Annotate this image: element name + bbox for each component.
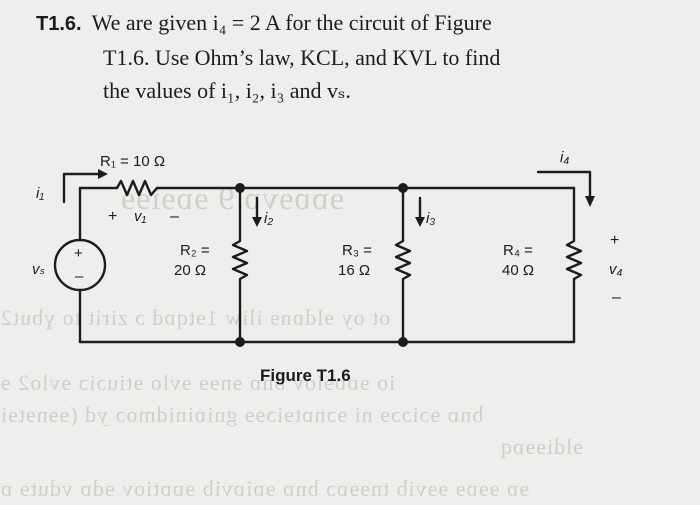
node-dot <box>398 183 408 193</box>
voltage-source <box>53 238 107 292</box>
i3-label: i₃ <box>426 210 435 227</box>
v4-plus-label: + <box>610 232 619 249</box>
node-dot <box>235 183 245 193</box>
figure-caption: Figure T1.6 <box>260 366 351 385</box>
v4-label: v₄ <box>609 261 623 278</box>
i4-arrow <box>536 170 592 199</box>
r3-name-label: R₃ = <box>342 242 372 259</box>
i2-arrowhead <box>252 217 262 227</box>
i3-arrowhead <box>415 217 425 227</box>
v1-plus-label: + <box>108 208 117 225</box>
problem-statement: T1.6.We are given i₄ = 2 A for the circu… <box>36 6 676 107</box>
r1-resistor <box>115 179 159 197</box>
problem-number: T1.6. <box>36 13 82 35</box>
r4-value-label: 40 Ω <box>502 262 534 279</box>
vs-label: vₛ <box>32 261 45 278</box>
problem-line-1: T1.6.We are given i₄ = 2 A for the circu… <box>36 10 492 35</box>
r2-value-label: 20 Ω <box>174 262 206 279</box>
i4-arrowhead <box>585 196 595 207</box>
i4-label: i₄ <box>560 149 569 166</box>
v1-label: v₁ <box>134 208 147 225</box>
r1-label: R₁ = 10 Ω <box>100 153 165 170</box>
i1-arrowhead <box>98 169 108 179</box>
i1-arrow <box>62 172 100 204</box>
source-minus-label: – <box>75 268 84 285</box>
source-plus-label: + <box>74 245 83 262</box>
r2-name-label: R₂ = <box>180 242 210 259</box>
r2-branch <box>231 186 249 344</box>
r4-branch <box>565 186 583 344</box>
node-dot <box>235 337 245 347</box>
v4-minus-label: – <box>612 289 621 306</box>
r4-name-label: R₄ = <box>503 242 533 259</box>
v1-minus-label: – <box>170 208 179 225</box>
r3-branch <box>394 186 412 344</box>
r3-value-label: 16 Ω <box>338 262 370 279</box>
node-dot <box>398 337 408 347</box>
i2-label: i₂ <box>264 210 273 227</box>
i1-label: i₁ <box>36 185 44 202</box>
problem-line-3: the values of i₁, i₂, i₃ and vₛ. <box>103 78 351 103</box>
problem-line-2: T1.6. Use Ohm’s law, KCL, and KVL to fin… <box>103 45 501 70</box>
